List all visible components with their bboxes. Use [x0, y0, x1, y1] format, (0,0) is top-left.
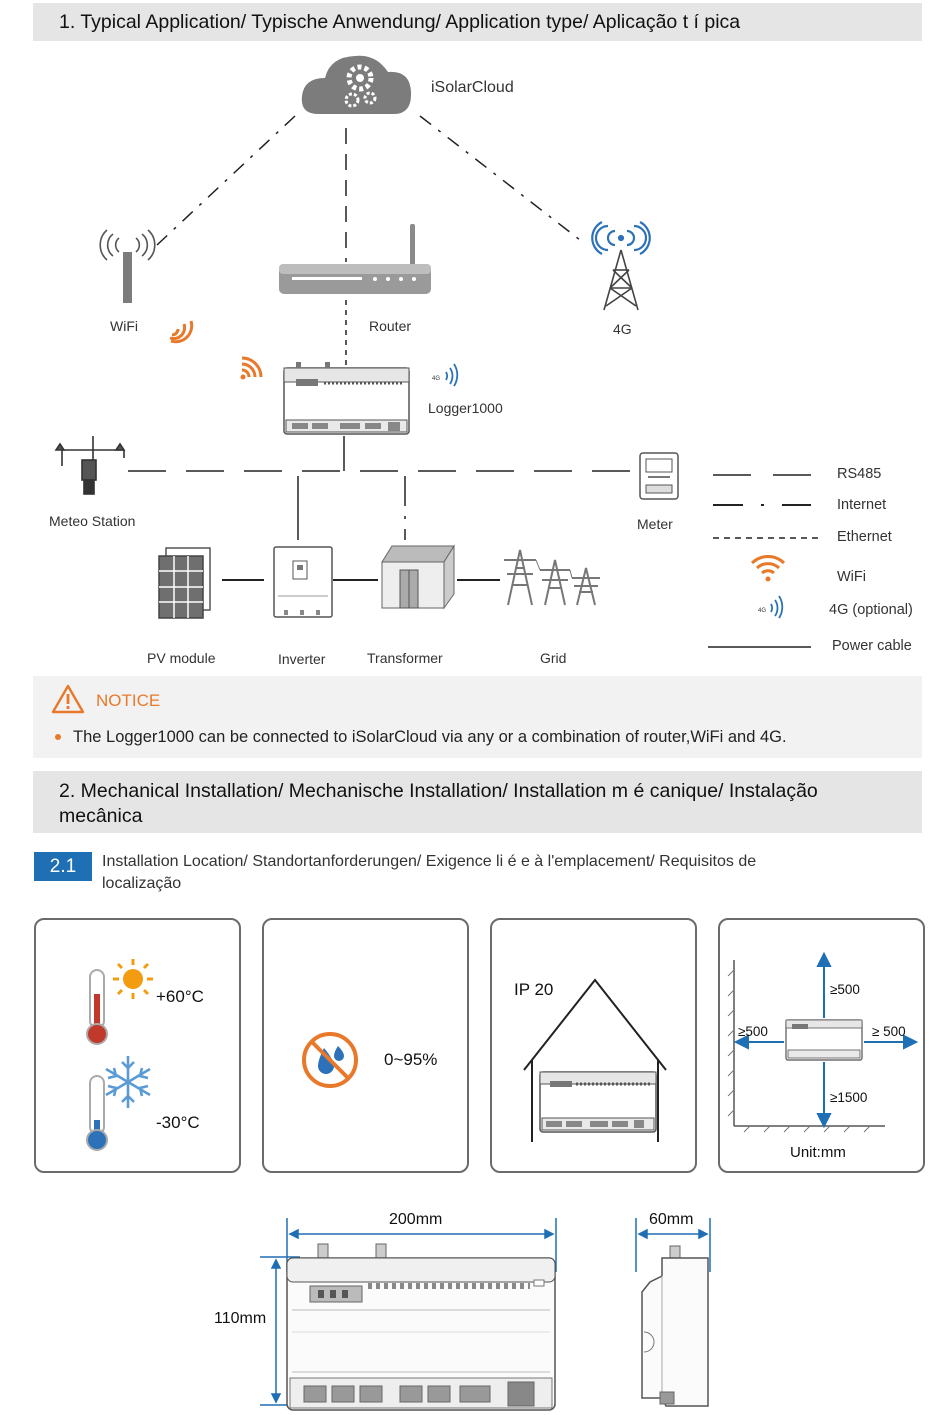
label-meteo-station: Meteo Station — [49, 513, 136, 529]
side-dimension-drawing — [635, 1218, 711, 1407]
thermometer-hot-icon — [86, 969, 108, 1045]
dimension-width: 200mm — [389, 1211, 443, 1228]
wifi-antenna-icon — [99, 229, 156, 303]
dimension-height: 110mm — [214, 1310, 267, 1327]
4g-signal-icon-logger — [445, 363, 459, 387]
system-diagram: 4G — [54, 55, 820, 648]
sun-icon — [113, 959, 153, 999]
card-ip-rating: IP 20 — [490, 918, 697, 1173]
card-clearance: ≥500 ≥500 ≥ 500 ≥1500 Unit:mm — [718, 918, 925, 1173]
notice-bullet — [55, 734, 61, 740]
section-1-header: 1. Typical Application/ Typische Anwendu… — [33, 3, 922, 41]
meteo-station-icon — [54, 436, 126, 495]
subsection-number: 2.1 — [49, 856, 77, 877]
legend-internet: Internet — [837, 497, 887, 513]
no-water-icon — [302, 1032, 358, 1088]
front-dimension-drawing — [260, 1218, 557, 1411]
ip-rating: IP 20 — [514, 980, 554, 999]
temp-high: +60°C — [156, 987, 204, 1006]
label-wifi: WiFi — [110, 318, 138, 334]
label-inverter: Inverter — [278, 651, 326, 667]
cell-tower-icon — [591, 221, 651, 311]
grid-pylons-icon — [504, 549, 600, 606]
subsection-badge: 2.1 — [34, 852, 92, 881]
legend-power-cable: Power cable — [832, 638, 912, 654]
section-1-title: 1. Typical Application/ Typische Anwendu… — [59, 11, 741, 33]
clearance-right: ≥ 500 — [872, 1024, 906, 1039]
internet-link-4g — [419, 115, 581, 241]
logger-device-icon — [283, 362, 410, 435]
wifi-signal-icon-logger — [240, 356, 263, 380]
label-pv-module: PV module — [147, 650, 216, 666]
clearance-bottom: ≥1500 — [830, 1090, 868, 1105]
legend-4g: 4G (optional) — [829, 602, 913, 618]
router-icon — [279, 224, 431, 294]
subsection-title-line1: Installation Location/ Standortanforderu… — [102, 853, 757, 870]
label-transformer: Transformer — [367, 650, 443, 666]
meter-icon — [639, 452, 679, 500]
label-logger: Logger1000 — [428, 400, 503, 416]
clearance-diagram — [727, 951, 919, 1133]
section-2-header: 2. Mechanical Installation/ Mechanische … — [33, 771, 922, 833]
notice-box: NOTICE The Logger1000 can be connected t… — [33, 676, 922, 758]
legend-4g-badge: 4G — [758, 608, 766, 614]
subsection-title-line2: localização — [102, 875, 182, 892]
label-grid: Grid — [540, 650, 567, 666]
legend-wifi: WiFi — [837, 569, 866, 585]
legend-ethernet: Ethernet — [837, 529, 892, 545]
label-isolarcloud: iSolarCloud — [431, 79, 514, 96]
internet-link-wifi — [156, 115, 296, 246]
notice-text: The Logger1000 can be connected to iSola… — [73, 728, 787, 746]
label-4g: 4G — [613, 321, 632, 337]
snowflake-icon — [105, 1056, 151, 1108]
section-2-title-line1: 2. Mechanical Installation/ Mechanische … — [59, 780, 818, 802]
inverter-icon — [273, 546, 333, 618]
legend-rs485: RS485 — [837, 466, 882, 482]
4g-badge: 4G — [432, 376, 440, 382]
card-humidity: 0~95% — [262, 918, 469, 1173]
card-temperature: +60°C -30°C — [34, 918, 241, 1173]
logger-device-icon-small — [539, 1071, 657, 1133]
clearance-top: ≥500 — [830, 982, 860, 997]
dimension-depth: 60mm — [649, 1211, 694, 1228]
label-meter: Meter — [637, 516, 673, 532]
label-router: Router — [369, 318, 412, 334]
section-2-title-line2: mecânica — [59, 805, 143, 827]
clearance-left: ≥500 — [738, 1024, 768, 1039]
transformer-icon — [381, 544, 455, 610]
legend-wifi-icon — [750, 555, 786, 582]
notice-title: NOTICE — [96, 691, 161, 710]
wifi-signal-icon-orange — [169, 320, 194, 344]
temp-low: -30°C — [156, 1113, 200, 1132]
humidity-range: 0~95% — [384, 1050, 438, 1069]
thermometer-cold-icon — [86, 1075, 108, 1151]
warning-icon — [51, 684, 85, 714]
clearance-unit: Unit:mm — [790, 1144, 846, 1161]
house-icon — [523, 978, 667, 1142]
legend-4g-icon — [770, 595, 784, 619]
pv-module-icon — [158, 547, 211, 619]
cloud-icon — [301, 55, 412, 114]
